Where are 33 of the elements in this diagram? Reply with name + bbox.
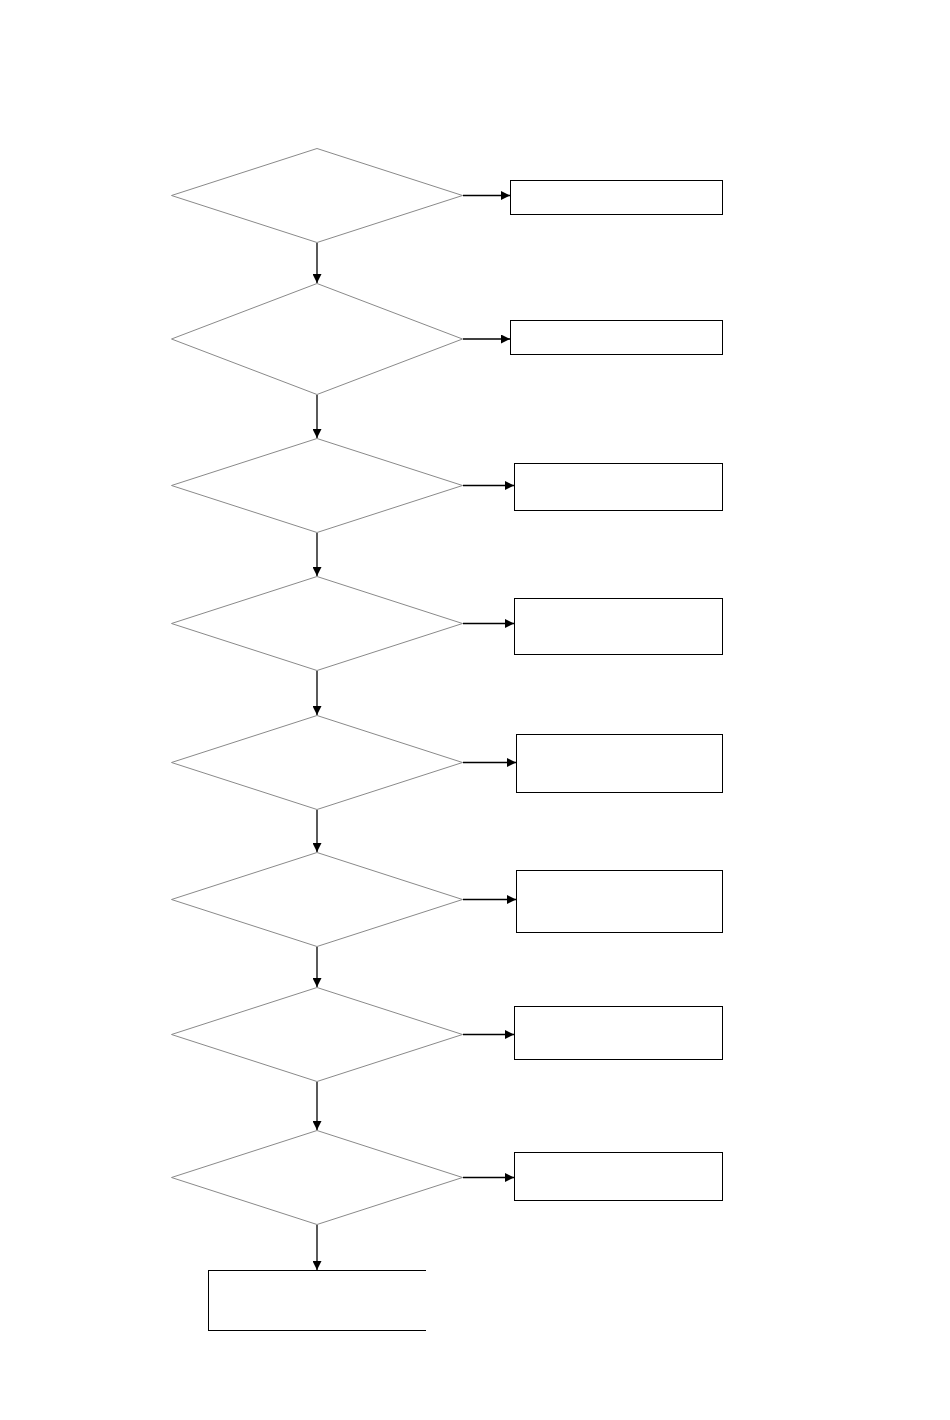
process-box	[510, 320, 723, 355]
arrow	[312, 1081, 322, 1131]
arrow	[462, 191, 511, 200]
arrow	[312, 242, 322, 284]
decision-diamond	[171, 852, 463, 947]
decision-diamond	[171, 715, 463, 810]
arrow	[462, 481, 515, 490]
arrow	[312, 394, 322, 439]
arrow	[462, 1173, 515, 1182]
arrow	[462, 758, 517, 767]
arrow	[462, 895, 517, 904]
process-box	[514, 463, 723, 511]
decision-diamond	[171, 283, 463, 395]
arrow	[312, 532, 322, 577]
arrow	[312, 809, 322, 853]
decision-diamond	[171, 987, 463, 1082]
process-box	[514, 1152, 723, 1201]
process-box	[208, 1270, 426, 1331]
process-box	[516, 734, 723, 793]
process-box	[516, 870, 723, 933]
process-box	[514, 1006, 723, 1060]
process-box	[514, 598, 723, 655]
decision-diamond	[171, 438, 463, 533]
arrow	[312, 1224, 322, 1271]
decision-diamond	[171, 148, 463, 243]
decision-diamond	[171, 576, 463, 671]
arrow	[312, 946, 322, 988]
decision-diamond	[171, 1130, 463, 1225]
process-box	[510, 180, 723, 215]
arrow	[312, 670, 322, 716]
arrow	[462, 1030, 515, 1039]
arrow	[462, 334, 511, 344]
arrow	[462, 619, 515, 628]
